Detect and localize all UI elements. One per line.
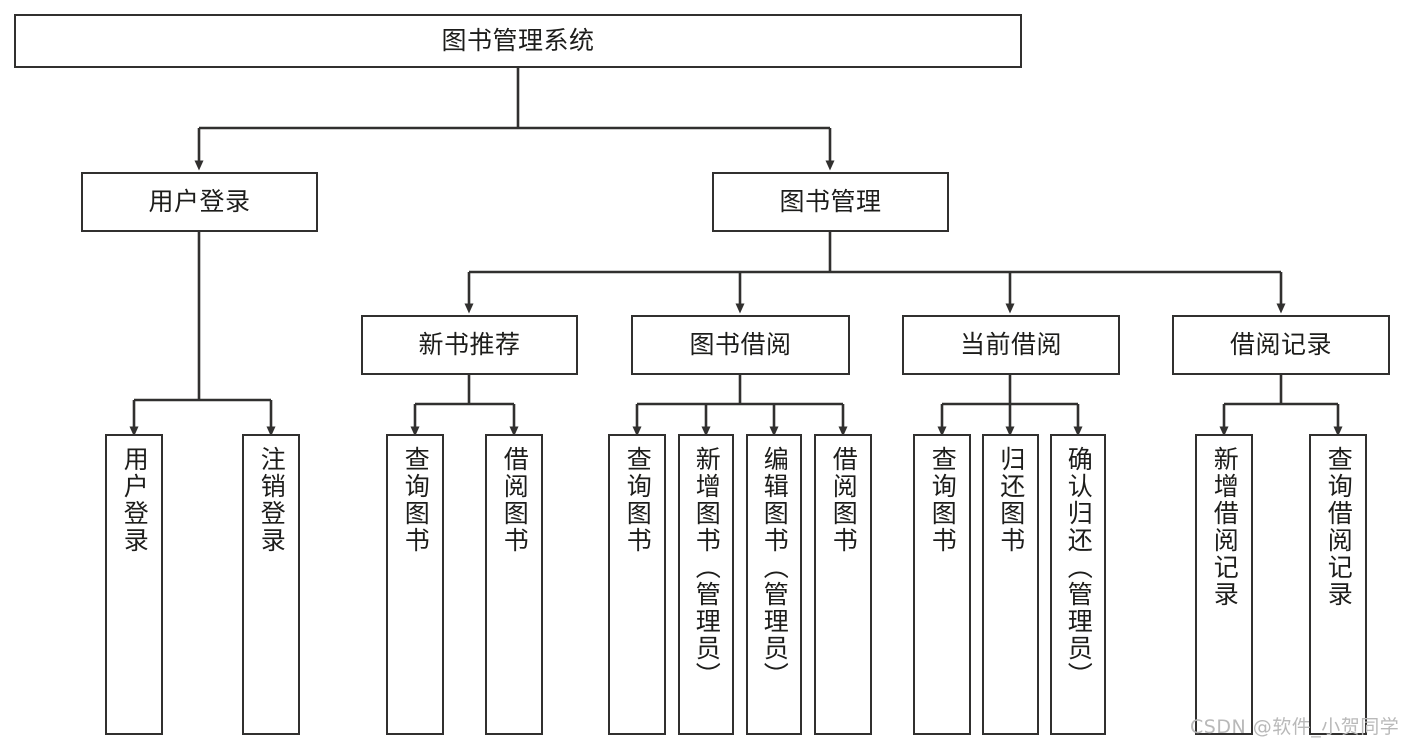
node-label: 图书管理系统 [441,25,595,55]
node-leaf-br-add-record[interactable]: 新增借阅记录 [1195,434,1253,735]
node-borrow-record[interactable]: 借阅记录 [1172,315,1390,375]
node-label: 查询借阅记录 [1324,446,1354,608]
node-label: 借阅图书 [829,446,859,554]
node-label: 新增借阅记录 [1210,446,1240,608]
node-label: 新书推荐 [418,329,521,359]
node-leaf-logout[interactable]: 注销登录 [242,434,300,735]
node-book-management[interactable]: 图书管理 [712,172,949,232]
node-user-login[interactable]: 用户登录 [81,172,318,232]
node-leaf-bb-query-book[interactable]: 查询图书 [608,434,666,735]
node-leaf-cb-query-book[interactable]: 查询图书 [913,434,971,735]
node-leaf-user-login[interactable]: 用户登录 [105,434,163,735]
node-label: 借阅记录 [1229,329,1332,359]
node-leaf-bb-edit-book-admin[interactable]: 编辑图书（管理员） [746,434,802,735]
watermark-text: CSDN @软件_小贺同学 [1190,716,1400,738]
node-label: 用户登录 [148,186,251,216]
node-label: 查询图书 [401,446,431,554]
node-leaf-nb-query-book[interactable]: 查询图书 [386,434,444,735]
node-root-book-management-system[interactable]: 图书管理系统 [14,14,1022,68]
node-leaf-cb-return-book[interactable]: 归还图书 [982,434,1039,735]
node-leaf-bb-add-book-admin[interactable]: 新增图书（管理员） [678,434,734,735]
node-label: 图书管理 [779,186,882,216]
node-label: 借阅图书 [500,446,530,554]
node-label: 查询图书 [928,446,958,554]
node-label: 新增图书（管理员） [692,446,722,689]
node-leaf-br-query-record[interactable]: 查询借阅记录 [1309,434,1367,735]
node-label: 图书借阅 [689,329,792,359]
node-label: 确认归还（管理员） [1064,446,1094,689]
node-label: 用户登录 [120,446,150,554]
node-current-borrow[interactable]: 当前借阅 [902,315,1120,375]
node-label: 查询图书 [623,446,653,554]
node-label: 注销登录 [257,446,287,554]
node-book-borrow[interactable]: 图书借阅 [631,315,850,375]
node-leaf-cb-confirm-return-admin[interactable]: 确认归还（管理员） [1050,434,1106,735]
node-label: 编辑图书（管理员） [760,446,790,689]
node-label: 归还图书 [996,446,1026,554]
node-label: 当前借阅 [959,329,1062,359]
node-new-book-recommend[interactable]: 新书推荐 [361,315,578,375]
node-leaf-bb-borrow-book[interactable]: 借阅图书 [814,434,872,735]
node-leaf-nb-borrow-book[interactable]: 借阅图书 [485,434,543,735]
